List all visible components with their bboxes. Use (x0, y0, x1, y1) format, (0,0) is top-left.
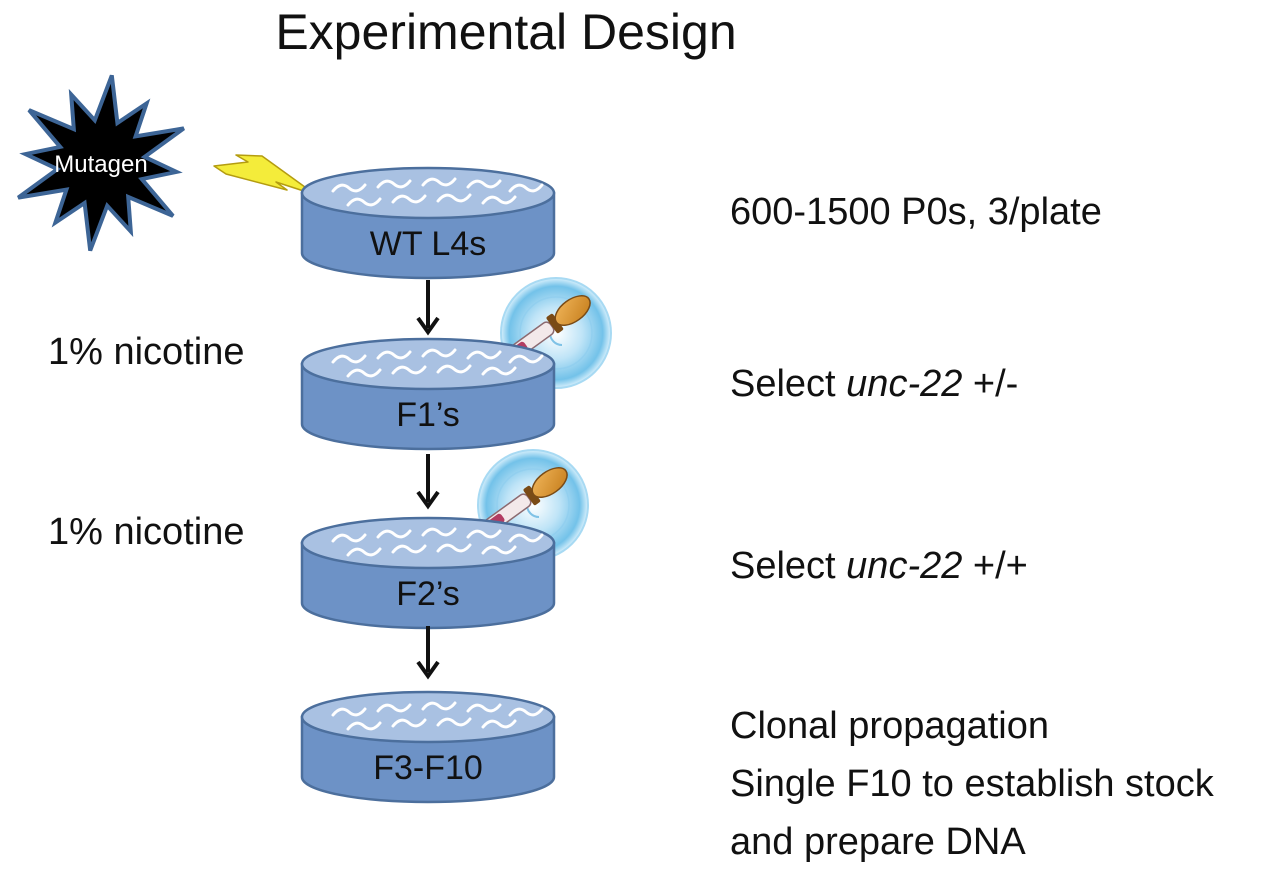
plate-f1: F1’s (300, 337, 556, 451)
worm-icon (436, 717, 472, 727)
note-prefix: Select (730, 545, 847, 587)
note-line: and prepare DNA (730, 821, 1026, 863)
worm-icon (346, 197, 382, 207)
page-title: Experimental Design (275, 4, 737, 60)
mutagen-burst-icon (17, 74, 185, 252)
left-note-nicotine-1: 1% nicotine (48, 331, 245, 373)
worm-icon (508, 354, 544, 364)
note-line: Clonal propagation (730, 705, 1050, 747)
worm-icon (481, 719, 517, 729)
plate-f2: F2’s (300, 516, 556, 630)
petri-dish-ring (519, 296, 593, 370)
right-note-f3: Clonal propagation Single F10 to establi… (730, 697, 1214, 871)
worm-icon (421, 177, 457, 187)
worm-icon (331, 533, 367, 543)
plate-label: WT L4s (370, 225, 487, 263)
right-note-f2: Select unc-22 +/+ (730, 543, 1028, 589)
right-note-f1: Select unc-22 +/- (730, 361, 1018, 407)
plate-top (300, 690, 556, 744)
worm-icon (466, 179, 502, 189)
worm-icon (331, 354, 367, 364)
worm-icon (346, 721, 382, 731)
dropper-collar (546, 313, 564, 334)
plate-label: F1’s (396, 396, 460, 434)
worm-icon (421, 348, 457, 358)
down-arrow-icon (416, 626, 440, 680)
mutagen-burst: Mutagen (17, 74, 185, 252)
worm-icon (466, 703, 502, 713)
worm-icon (481, 195, 517, 205)
right-note-p0: 600-1500 P0s, 3/plate (730, 191, 1102, 233)
worm-icon (346, 547, 382, 557)
plate-wt-l4s: WT L4s (300, 166, 556, 280)
note-suffix: +/+ (962, 545, 1028, 587)
worm-icon (466, 350, 502, 360)
gene-name: unc-22 (846, 545, 963, 587)
dropper-bulb (531, 467, 568, 499)
worm-icon (436, 193, 472, 203)
worm-icon (481, 545, 517, 555)
worm-icon (376, 179, 412, 189)
worm-icon (331, 707, 367, 717)
worm-icon (508, 183, 544, 193)
worm-icon (391, 544, 427, 554)
arrow-head (416, 660, 440, 680)
worm-icon (391, 194, 427, 204)
worm-icon (466, 529, 502, 539)
worm-icon (421, 701, 457, 711)
worm-icon (376, 350, 412, 360)
worm-icon (508, 533, 544, 543)
note-line: Single F10 to establish stock (730, 763, 1214, 805)
plate-label: F2’s (396, 575, 460, 613)
left-note-nicotine-2: 1% nicotine (48, 511, 245, 553)
plate-top (300, 166, 556, 220)
dropper-bulb (554, 295, 591, 327)
gene-name: unc-22 (846, 363, 963, 405)
worm-icon (481, 366, 517, 376)
dropper-collar (523, 485, 541, 506)
mutagen-label: Mutagen (54, 151, 147, 178)
note-prefix: Select (730, 363, 847, 405)
note-suffix: +/- (962, 363, 1019, 405)
worm-icon (436, 364, 472, 374)
worm-icon (391, 718, 427, 728)
plate-top (300, 337, 556, 391)
worm-icon (331, 183, 367, 193)
down-arrow-icon (416, 454, 440, 510)
plate-f3-f10: F3-F10 (300, 690, 556, 804)
worm-icon (346, 368, 382, 378)
worm-icon (376, 703, 412, 713)
worm-icon (508, 707, 544, 717)
lightning-bolt-icon (213, 154, 317, 196)
plate-top (300, 516, 556, 570)
worm-icon (421, 527, 457, 537)
worm-icon (391, 365, 427, 375)
arrow-head (416, 316, 440, 336)
worm-icon (376, 529, 412, 539)
worm-icon (436, 543, 472, 553)
plate-label: F3-F10 (373, 749, 483, 787)
down-arrow-icon (416, 280, 440, 336)
arrow-head (416, 490, 440, 510)
